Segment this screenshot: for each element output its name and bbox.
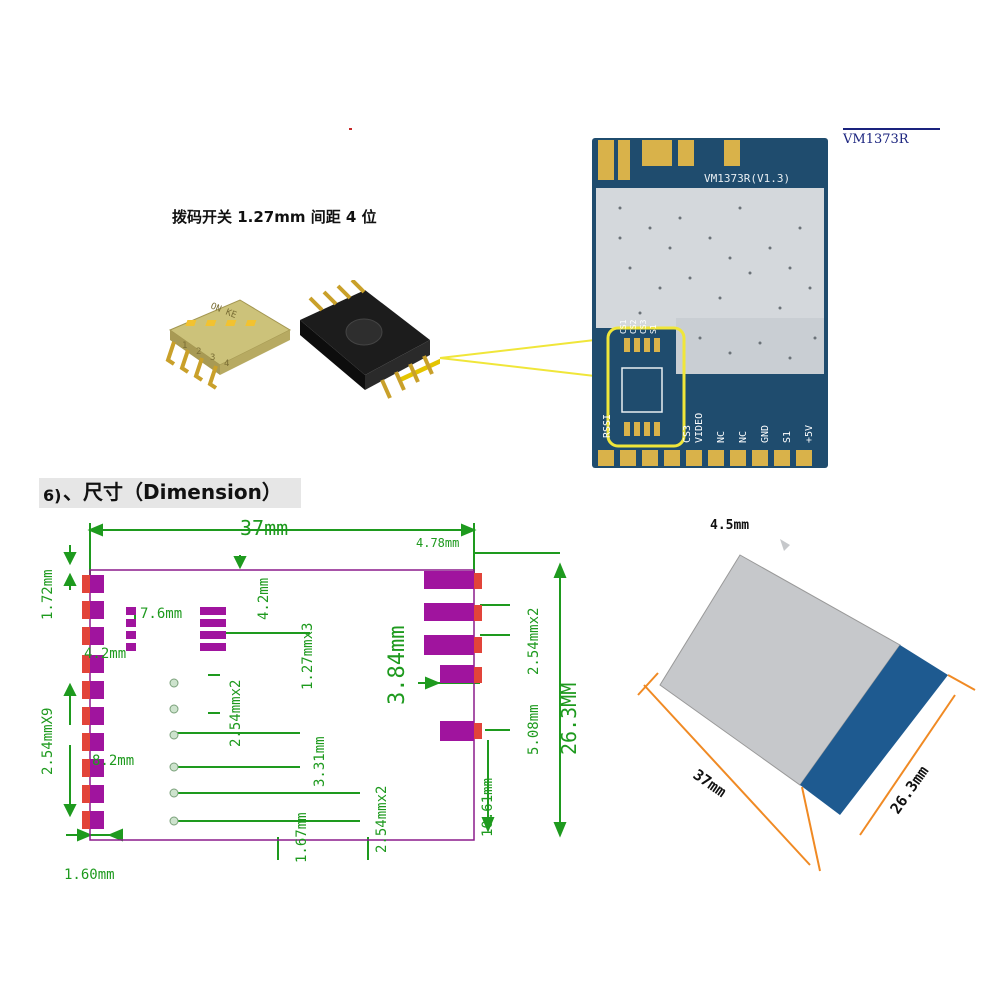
module-angled-photo: 4.5mm 37mm 26.3mm: [637, 518, 976, 872]
board-silk-label: VM1373R(V1.3): [704, 172, 790, 185]
module-shield: [596, 188, 824, 328]
right-pad-group: [424, 571, 474, 741]
dip-switch-photos: ON KE 1 2 3 4: [165, 280, 440, 399]
model-tag-underline: [843, 128, 940, 130]
dim-8-2mm: 8.2mm: [92, 753, 134, 769]
dim-1-72mm: 1.72mm: [40, 569, 56, 620]
castellated-pads: [598, 450, 812, 466]
dim-4-2mm-top: 4.2mm: [256, 578, 272, 620]
dim-1-27mmx3: 1.27mmx3: [300, 623, 316, 690]
dip-number-1: 1: [182, 341, 187, 351]
pin-label-5v: +5V: [804, 425, 815, 443]
dim-4-2mm-left: 4.2mm: [84, 646, 126, 662]
angled-pcb: [800, 645, 948, 815]
dim-3-84mm: 3.84mm: [385, 626, 410, 705]
dim-2-54mmx2-bottom: 2.54mmx2: [374, 786, 390, 853]
pin-label-s1: S1: [782, 431, 793, 443]
dip-switch-caption: 拨码开关 1.27mm 间距 4 位: [172, 208, 377, 226]
dip-number-4: 4: [224, 359, 229, 369]
dim-2-54mmx2-mid: 2.54mmx2: [228, 680, 244, 747]
dip-footprint-highlight: [606, 326, 686, 448]
cs-label-2: CS2: [629, 319, 638, 334]
pin-label-rssi: RSSI: [602, 414, 613, 438]
section-number: 6): [43, 486, 62, 505]
pin-label-nc-2: NC: [738, 431, 749, 443]
pin-label-nc-1: NC: [716, 431, 727, 443]
leader-line: [439, 357, 613, 379]
photo-dim-4-5mm: 4.5mm: [710, 518, 749, 533]
dip-number-2: 2: [196, 347, 201, 357]
cs-label-3: CS3: [639, 319, 648, 334]
dim-4-78mm: 4.78mm: [416, 536, 459, 550]
photo-dim-26-3mm: 26.3mm: [887, 763, 933, 818]
dim-2-54mmx2-right: 2.54mmx2: [526, 608, 542, 675]
pin-label-video: VIDEO: [694, 413, 705, 443]
leader-line: [439, 337, 613, 359]
pin-label-cs3: CS3: [682, 425, 693, 443]
dip-switch-top-view: ON KE 1 2 3 4: [165, 299, 292, 390]
dip-number-3: 3: [210, 353, 215, 363]
dim-26-3mm: 26.3MM: [557, 683, 581, 755]
module-photo: VM1373R(V1.3) CS1 CS2 CS3 S1 RSSI CS3 VI…: [439, 138, 828, 468]
cs-label-1: CS1: [619, 319, 628, 334]
section-heading: 6)、尺寸（Dimension）: [39, 478, 301, 508]
dim-37mm: 37mm: [240, 516, 288, 540]
dip-switch-bottom-view: [300, 280, 440, 399]
via-holes: [169, 678, 179, 826]
dim-1-67mm: 1.67mm: [294, 812, 310, 863]
dim-1-60mm: 1.60mm: [64, 867, 115, 883]
model-tag: VM1373R: [843, 132, 909, 147]
dimension-drawing: 37mm 4.78mm 1.72mm 4.2mm 7.6mm 1.27mmx3 …: [40, 516, 581, 883]
shield-holes: [618, 206, 817, 360]
dim-7-6mm: 7.6mm: [140, 606, 182, 622]
dim-2-54mmx9: 2.54mmX9: [40, 708, 56, 775]
cs-label-4: S1: [649, 324, 658, 334]
module-outline: [89, 569, 475, 841]
section-title: 、尺寸（Dimension）: [63, 480, 282, 504]
red-mark: [349, 128, 352, 130]
dim-5-08mm: 5.08mm: [526, 704, 542, 755]
dip-footprint-pads: [126, 607, 226, 651]
dim-10-61mm: 10.61mm: [480, 778, 496, 837]
pin-label-gnd: GND: [760, 425, 771, 443]
dim-3-31mm: 3.31mm: [312, 736, 328, 787]
